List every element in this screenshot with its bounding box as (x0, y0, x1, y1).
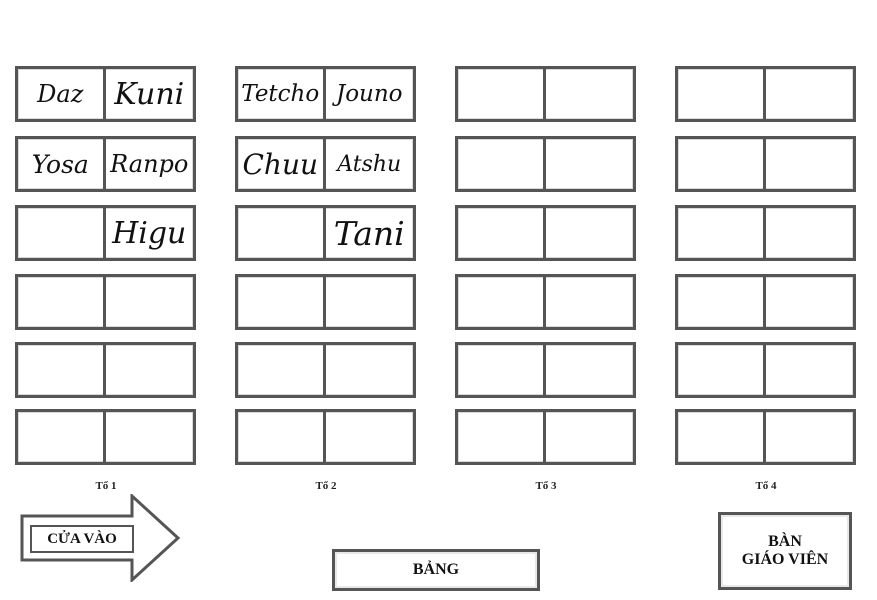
blackboard-label: BẢNG (412, 561, 460, 578)
seat-left (238, 277, 326, 327)
teacher-desk-label-line1: BÀN (768, 532, 802, 550)
seat-left (678, 345, 766, 395)
desk: Chuu Atshu (235, 136, 416, 192)
desk (455, 342, 636, 398)
seat-right: Atshu (337, 151, 402, 177)
seat-left (458, 139, 546, 189)
group-label: Tổ 4 (755, 480, 777, 492)
seat-left (678, 277, 766, 327)
desk (455, 136, 636, 192)
seat-right (326, 277, 414, 327)
desk (15, 274, 196, 330)
blackboard: BẢNG (332, 549, 540, 591)
desk (15, 409, 196, 465)
seat-left: Daz (18, 69, 106, 119)
desk: Tani (235, 205, 416, 261)
seat-right (326, 412, 414, 462)
seat-right (546, 412, 634, 462)
seat-right (546, 277, 634, 327)
seat-right (766, 208, 854, 258)
seat-right (766, 412, 854, 462)
desk: Higu (15, 205, 196, 261)
desk (675, 409, 856, 465)
seat-left (678, 208, 766, 258)
seat-left (238, 412, 326, 462)
teacher-desk-label-line2: GIÁO VIÊN (741, 551, 829, 568)
seat-right (766, 69, 854, 119)
desk (235, 409, 416, 465)
group-label: Tổ 1 (95, 480, 117, 492)
teacher-desk: BÀN GIÁO VIÊN (718, 512, 852, 590)
seat-left (18, 412, 106, 462)
seat-left: Tetcho (238, 69, 326, 119)
seat-right: Tani (333, 213, 405, 253)
seat-right (546, 139, 634, 189)
seat-left (238, 208, 326, 258)
seat-right (106, 345, 194, 395)
seat-right (326, 345, 414, 395)
seat-right: Kuni (114, 76, 185, 112)
group-label: Tổ 2 (315, 480, 337, 492)
desk (675, 66, 856, 122)
seat-left (458, 69, 546, 119)
seat-right (766, 139, 854, 189)
seat-left (458, 345, 546, 395)
seat-left (458, 412, 546, 462)
seat-right (546, 345, 634, 395)
seat-right: Higu (112, 215, 187, 251)
desk (455, 205, 636, 261)
desk (455, 409, 636, 465)
seat-left: Yosa (18, 139, 106, 189)
seat-left (458, 208, 546, 258)
seat-right (766, 277, 854, 327)
desk (455, 66, 636, 122)
seat-right (546, 208, 634, 258)
seat-left (678, 412, 766, 462)
desk (15, 342, 196, 398)
seat-left (458, 277, 546, 327)
seat-left (678, 69, 766, 119)
seat-left (18, 277, 106, 327)
seat-left (238, 345, 326, 395)
desk (675, 205, 856, 261)
entrance-label: CỬA VÀO (30, 525, 134, 553)
desk (675, 274, 856, 330)
desk (675, 136, 856, 192)
seat-right (546, 69, 634, 119)
seat-left (18, 345, 106, 395)
seat-right: Jouno (335, 81, 403, 107)
group-label: Tổ 3 (535, 480, 557, 492)
desk (455, 274, 636, 330)
seat-right (766, 345, 854, 395)
seat-left (678, 139, 766, 189)
desk: Tetcho Jouno (235, 66, 416, 122)
seat-right (106, 412, 194, 462)
seat-left: Chuu (238, 139, 326, 189)
seat-left (18, 208, 106, 258)
desk (235, 342, 416, 398)
seat-right (106, 277, 194, 327)
desk (675, 342, 856, 398)
desk (235, 274, 416, 330)
seat-right: Ranpo (110, 150, 189, 178)
